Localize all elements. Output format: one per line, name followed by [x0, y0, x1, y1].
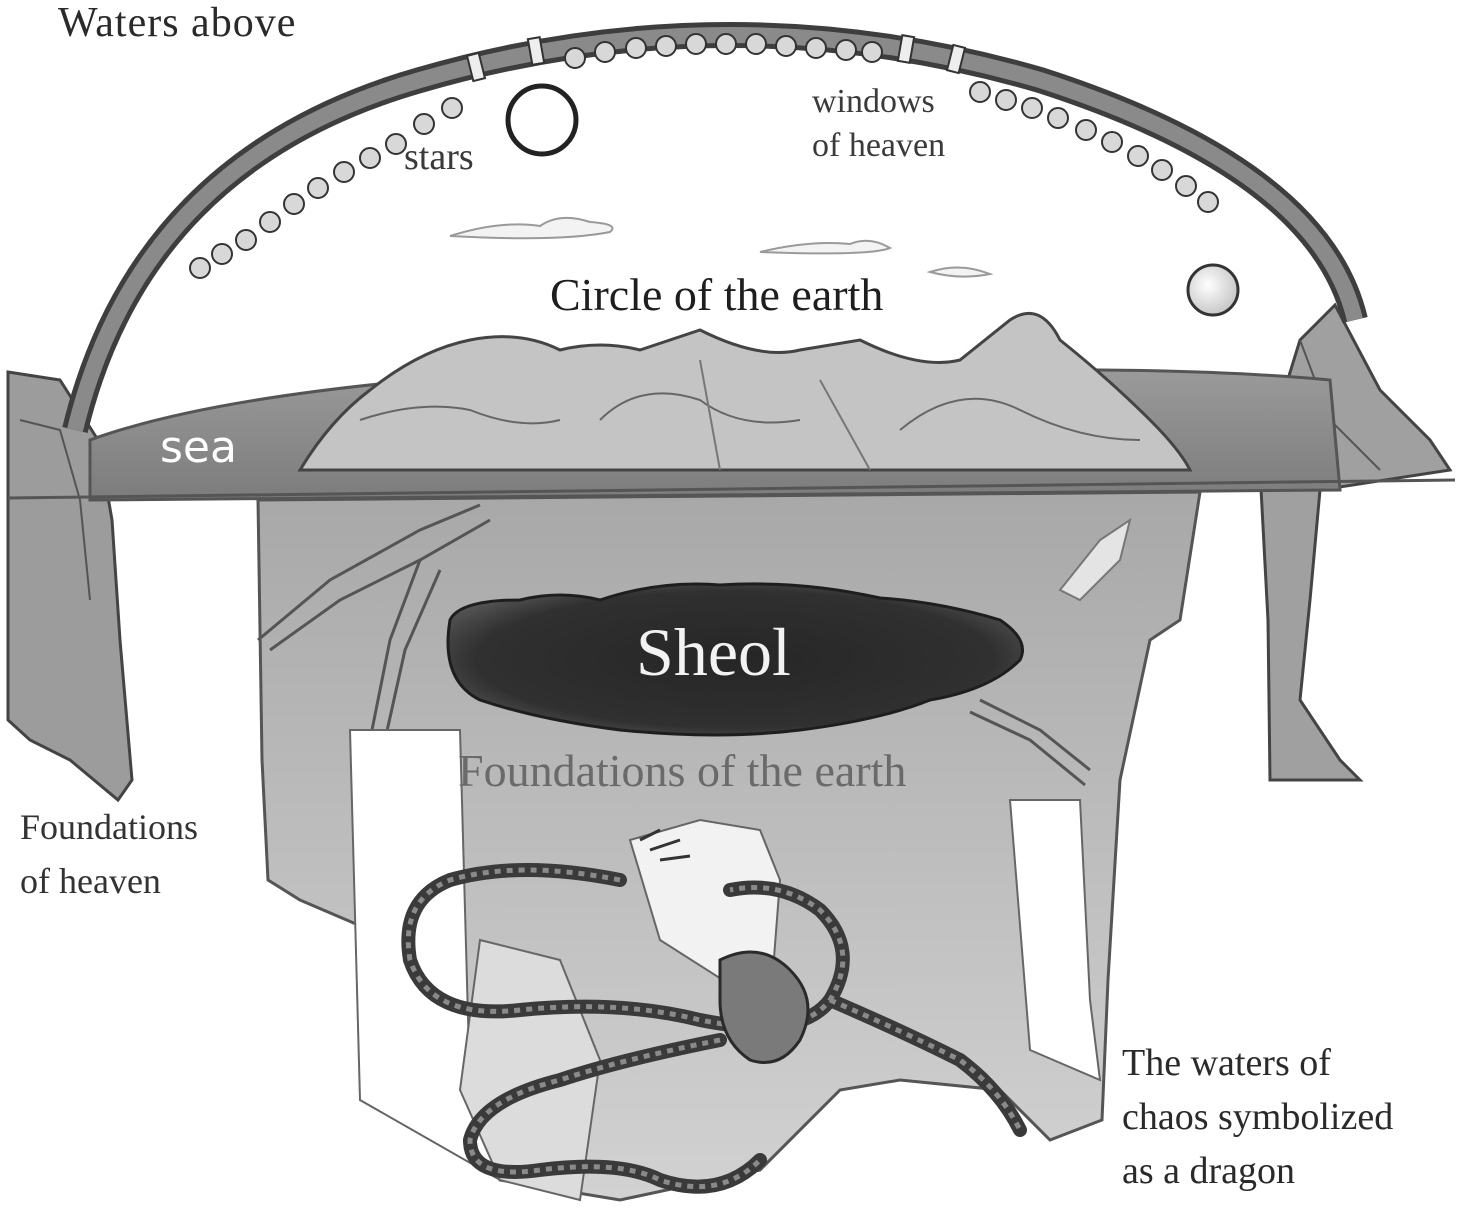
- label-stars: stars: [404, 138, 474, 176]
- label-waters-above: Waters above: [58, 2, 296, 44]
- label-foundations-of-heaven: Foundations of heaven: [20, 800, 198, 908]
- label-windows-line1: windows: [812, 80, 945, 124]
- label-chaos-line2: chaos symbolized: [1122, 1090, 1393, 1144]
- sun-circle: [508, 86, 576, 154]
- label-foundations-of-the-earth: Foundations of the earth: [458, 748, 906, 794]
- label-foundations-heaven-line1: Foundations: [20, 800, 198, 854]
- label-chaos-line1: The waters of: [1122, 1036, 1393, 1090]
- stars-row: [190, 34, 1218, 278]
- moon-circle: [1188, 265, 1238, 315]
- label-chaos-line3: as a dragon: [1122, 1144, 1393, 1198]
- label-sea: sea: [160, 426, 237, 470]
- label-sheol: Sheol: [636, 618, 791, 686]
- earth-mountains: [300, 313, 1190, 470]
- label-windows-line2: of heaven: [812, 124, 945, 168]
- label-foundations-heaven-line2: of heaven: [20, 854, 198, 908]
- label-circle-of-the-earth: Circle of the earth: [550, 272, 883, 318]
- clouds: [450, 218, 990, 277]
- label-windows-of-heaven: windows of heaven: [812, 80, 945, 168]
- label-waters-of-chaos: The waters of chaos symbolized as a drag…: [1122, 1036, 1393, 1198]
